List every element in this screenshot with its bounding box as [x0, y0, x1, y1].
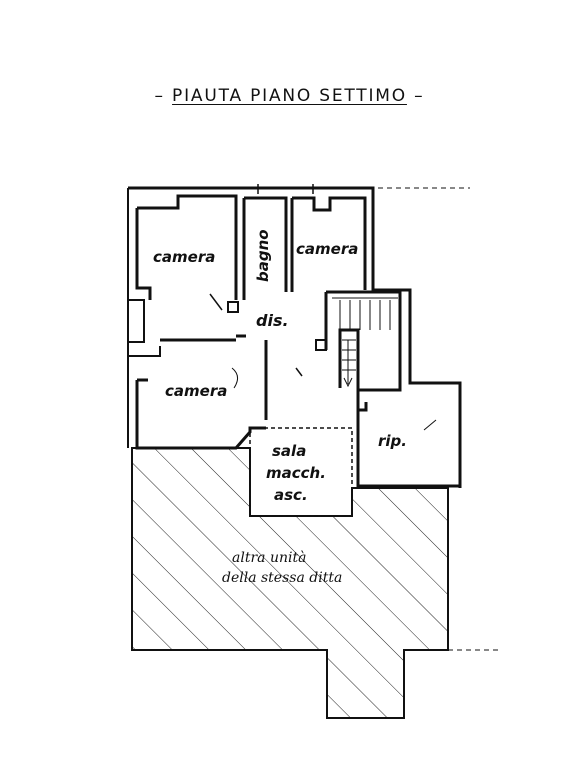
other-unit-label-line2: della stessa ditta — [222, 570, 342, 586]
door-swing-1 — [231, 367, 238, 389]
label-camera-top-right: camera — [296, 240, 358, 258]
staircase — [324, 290, 402, 392]
label-camera-top-left: camera — [153, 248, 215, 266]
label-camera-bottom-left: camera — [165, 382, 227, 400]
sala-macch-outline — [249, 427, 353, 517]
label-sala-line2: macch. — [266, 464, 326, 482]
label-dis: dis. — [256, 311, 289, 330]
label-sala-line1: sala — [272, 442, 306, 460]
label-bagno: bagno — [254, 229, 272, 282]
plan-title-text: PIAUTA PIANO SETTIMO — [172, 86, 407, 106]
camera-top-left-walls — [135, 194, 238, 300]
wall-stub-1 — [227, 301, 239, 313]
left-window-jog — [127, 299, 161, 357]
camera-top-right-walls — [290, 196, 367, 292]
door-mark-2 — [295, 367, 303, 377]
bagno-walls — [242, 196, 288, 300]
label-rip: rip. — [378, 432, 407, 450]
other-unit-label-line1: altra unità — [232, 550, 306, 566]
label-sala-line3: asc. — [274, 486, 308, 504]
rip-door-mark — [423, 419, 437, 431]
camera-bottom-left-walls — [135, 338, 268, 450]
rip-room-walls — [356, 390, 460, 488]
plan-title: – PIAUTA PIANO SETTIMO – — [0, 86, 579, 106]
title-dash-left: – — [154, 86, 165, 106]
door-mark-1 — [209, 293, 223, 311]
title-dash-right: – — [414, 86, 425, 106]
outer-wall — [128, 186, 462, 488]
